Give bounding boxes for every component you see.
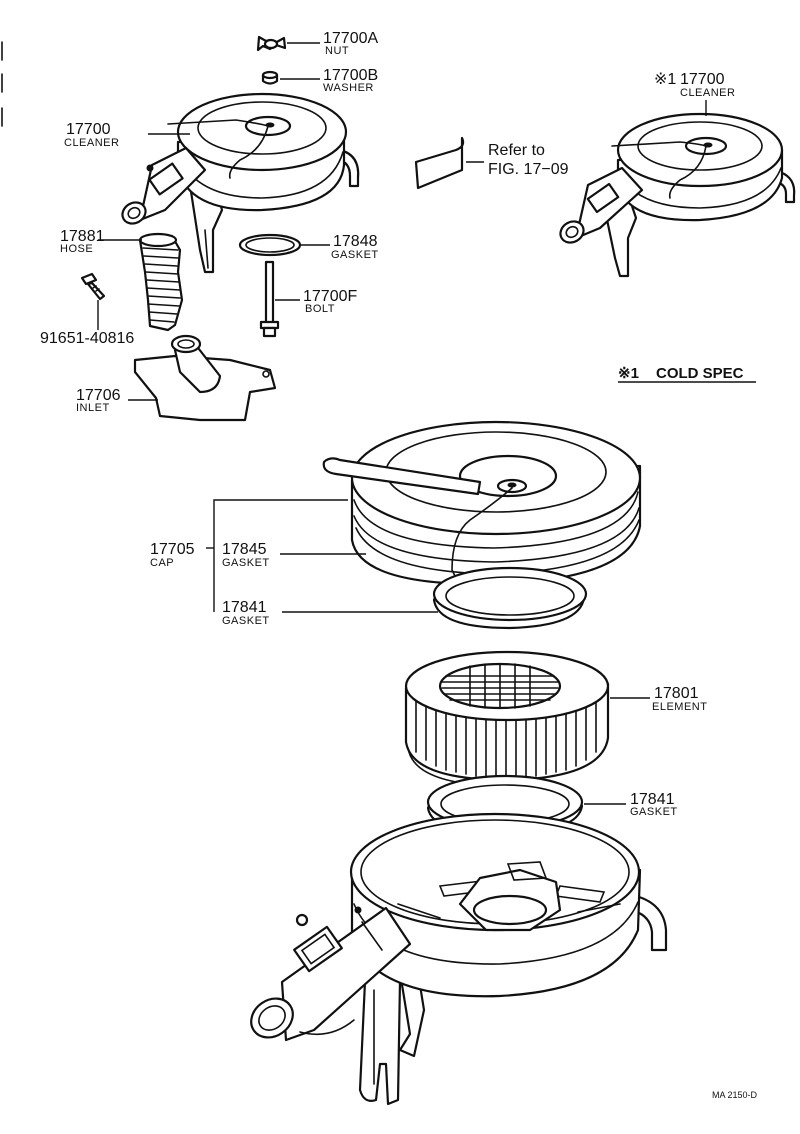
gasket-small-name: GASKET — [331, 249, 379, 261]
gasket-cap-name: GASKET — [222, 557, 270, 569]
element-name: ELEMENT — [652, 701, 707, 713]
cap-group-leaders — [206, 499, 438, 613]
hose-icon — [138, 232, 184, 332]
callout-cleaner: 17700 CLEANER — [64, 121, 119, 149]
callout-reference: Refer to FIG. 17−09 — [488, 142, 569, 178]
cleaner-cold-number: 17700 — [680, 71, 725, 88]
cleaner-cold-name: CLEANER — [680, 87, 735, 99]
screw-number: 91651-40816 — [40, 330, 134, 347]
washer-icon — [261, 70, 279, 85]
element-number: 17801 — [654, 685, 699, 702]
legend: ※1 COLD SPEC — [618, 365, 744, 382]
callout-element: 17801 ELEMENT — [652, 685, 707, 713]
cleaner-housing-icon — [250, 812, 668, 1106]
callout-hose: 17881 HOSE — [60, 228, 105, 255]
washer-number: 17700B — [323, 67, 378, 84]
callout-gasket-element: 17841 GASKET — [630, 791, 678, 818]
callout-washer: 17700B WASHER — [323, 67, 378, 94]
gasket-small-number: 17848 — [333, 233, 378, 250]
gasket-lower-cap-number: 17841 — [222, 599, 267, 616]
callout-cap: 17705 CAP — [150, 541, 195, 569]
callout-nut: 17700A NUT — [323, 30, 378, 57]
washer-name: WASHER — [323, 82, 374, 94]
cap-name: CAP — [150, 557, 174, 569]
air-cleaner-assembly-icon — [121, 92, 360, 274]
gasket-element-name: GASKET — [630, 806, 678, 818]
callout-cleaner-cold: ※1 17700 CLEANER — [654, 71, 735, 99]
nut-number: 17700A — [323, 30, 378, 47]
callout-gasket-cap: 17845 GASKET — [222, 541, 270, 569]
cap-number: 17705 — [150, 541, 195, 558]
reference-panel-icon — [414, 136, 465, 190]
small-gasket-icon — [238, 233, 302, 257]
callout-gasket-lower-cap: 17841 GASKET — [222, 599, 270, 627]
bolt-name: BOLT — [305, 303, 335, 315]
screw-icon — [80, 272, 106, 301]
footer-code: MA 2150-D — [712, 1090, 758, 1100]
reference-line2: FIG. 17−09 — [488, 161, 569, 178]
hose-number: 17881 — [60, 228, 105, 245]
hose-name: HOSE — [60, 243, 93, 255]
cap-lower-gasket-icon — [432, 566, 588, 630]
callout-screw: 91651-40816 — [40, 330, 134, 347]
reference-line1: Refer to — [488, 142, 545, 159]
inlet-icon — [133, 334, 277, 422]
cold-spec-cleaner-icon — [559, 112, 796, 278]
legend-mark: ※1 — [618, 365, 639, 382]
cold-mark: ※1 — [654, 71, 676, 88]
legend-text: COLD SPEC — [656, 365, 744, 382]
callout-gasket-small: 17848 GASKET — [331, 233, 379, 261]
bolt-icon — [259, 260, 280, 338]
nut-name: NUT — [325, 45, 349, 57]
gasket-cap-number: 17845 — [222, 541, 267, 558]
inlet-number: 17706 — [76, 387, 121, 404]
callout-inlet: 17706 INLET — [76, 387, 121, 414]
filter-element-icon — [404, 650, 610, 787]
cleaner-number: 17700 — [66, 121, 111, 138]
callout-bolt: 17700F BOLT — [303, 288, 357, 315]
gasket-element-number: 17841 — [630, 791, 675, 808]
gasket-lower-cap-name: GASKET — [222, 615, 270, 627]
wing-nut-icon — [256, 35, 287, 52]
cleaner-name: CLEANER — [64, 137, 119, 149]
cap-icon — [322, 420, 642, 586]
bolt-number: 17700F — [303, 288, 357, 305]
inlet-name: INLET — [76, 402, 110, 414]
